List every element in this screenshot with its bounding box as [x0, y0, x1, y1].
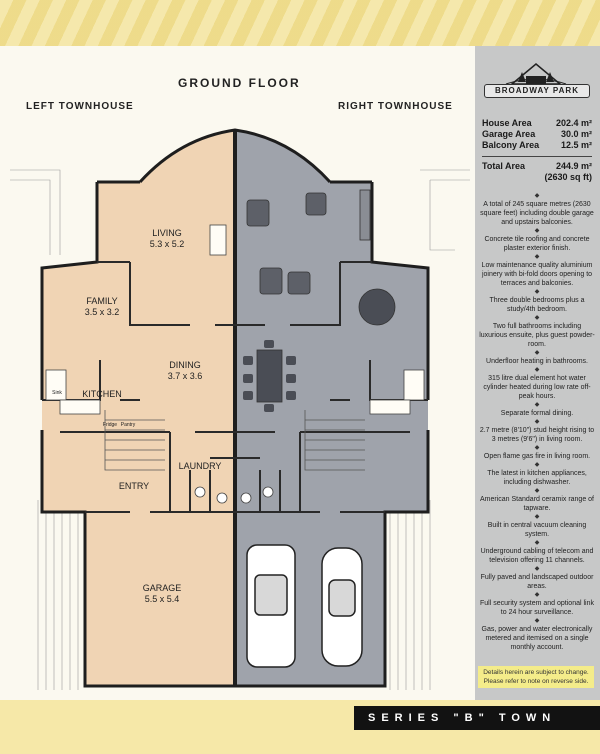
feature-item: Separate formal dining. [500, 410, 574, 417]
feature-item: Gas, power and water electronically mete… [481, 626, 593, 651]
right-townhouse-heading: RIGHT TOWNHOUSE [338, 101, 453, 112]
label-sink: Sink [52, 390, 62, 396]
stairs [104, 410, 365, 471]
feature-item: Full security system and optional link t… [480, 600, 594, 616]
feature-item: American Standard ceramix range of tapwa… [480, 496, 594, 512]
left-townhouse-heading: LEFT TOWNHOUSE [26, 101, 134, 112]
feature-item: 315 litre dual element hot water cylinde… [483, 375, 591, 400]
right-bay [235, 130, 330, 182]
feature-divider-icon: ◆ [534, 193, 540, 199]
label-fridge: Fridge [102, 422, 118, 428]
label-pantry: Pantry [120, 422, 136, 428]
room-kitchen: KITCHEN [82, 389, 122, 399]
right-furniture [246, 189, 396, 403]
ground-floor-heading: GROUND FLOOR [178, 76, 301, 90]
feature-divider-icon: ◆ [534, 462, 540, 468]
feature-divider-icon: ◆ [534, 592, 540, 598]
feature-item: Two full bathrooms including luxurious e… [479, 323, 595, 348]
feature-item: A total of 245 square metres (2630 squar… [480, 201, 594, 226]
feature-item: Three double bedrooms plus a study/4th b… [489, 297, 585, 313]
feature-divider-icon: ◆ [534, 566, 540, 572]
bathroom-fixtures [194, 486, 274, 504]
feature-item: The latest in kitchen appliances, includ… [487, 470, 587, 486]
garage-cars [246, 544, 363, 668]
floor-plan [10, 128, 470, 690]
feature-divider-icon: ◆ [534, 367, 540, 373]
feature-divider-icon: ◆ [534, 540, 540, 546]
feature-divider-icon: ◆ [534, 315, 540, 321]
feature-divider-icon: ◆ [534, 402, 540, 408]
feature-item: Built in central vacuum cleaning system. [487, 522, 587, 538]
feature-divider-icon: ◆ [534, 618, 540, 624]
kitchen-counters [45, 224, 425, 415]
room-laundry: LAUNDRY [178, 461, 222, 471]
series-banner: SERIES "B" TOWN [354, 706, 600, 730]
feature-divider-icon: ◆ [534, 254, 540, 260]
feature-list: ◆ A total of 245 square metres (2630 squa… [478, 192, 596, 652]
feature-divider-icon: ◆ [534, 514, 540, 520]
disclaimer-note: Details herein are subject to change. Pl… [478, 666, 594, 688]
feature-divider-icon: ◆ [534, 488, 540, 494]
feature-item: 2.7 metre (8'10") stud height rising to … [479, 427, 595, 443]
feature-item: Underfloor heating in bathrooms. [486, 358, 588, 365]
top-banner [0, 0, 600, 46]
feature-divider-icon: ◆ [534, 350, 540, 356]
room-entry: ENTRY [118, 481, 150, 491]
brand-name: BROADWAY PARK [484, 84, 590, 98]
dining-chairs [243, 340, 296, 412]
feature-item: Open flame gas fire in living room. [483, 453, 591, 460]
feature-divider-icon: ◆ [534, 419, 540, 425]
feature-divider-icon: ◆ [534, 289, 540, 295]
feature-divider-icon: ◆ [534, 228, 540, 234]
feature-item: Underground cabling of telecom and telev… [480, 548, 594, 564]
left-bay [140, 130, 235, 182]
feature-divider-icon: ◆ [534, 445, 540, 451]
feature-item: Concrete tile roofing and concrete plast… [484, 236, 590, 252]
feature-item: Low maintenance quality aluminium joiner… [481, 262, 593, 287]
feature-item: Fully paved and landscaped outdoor areas… [480, 574, 594, 590]
left-unit-floor [42, 182, 235, 686]
deck-hatching [10, 169, 470, 690]
